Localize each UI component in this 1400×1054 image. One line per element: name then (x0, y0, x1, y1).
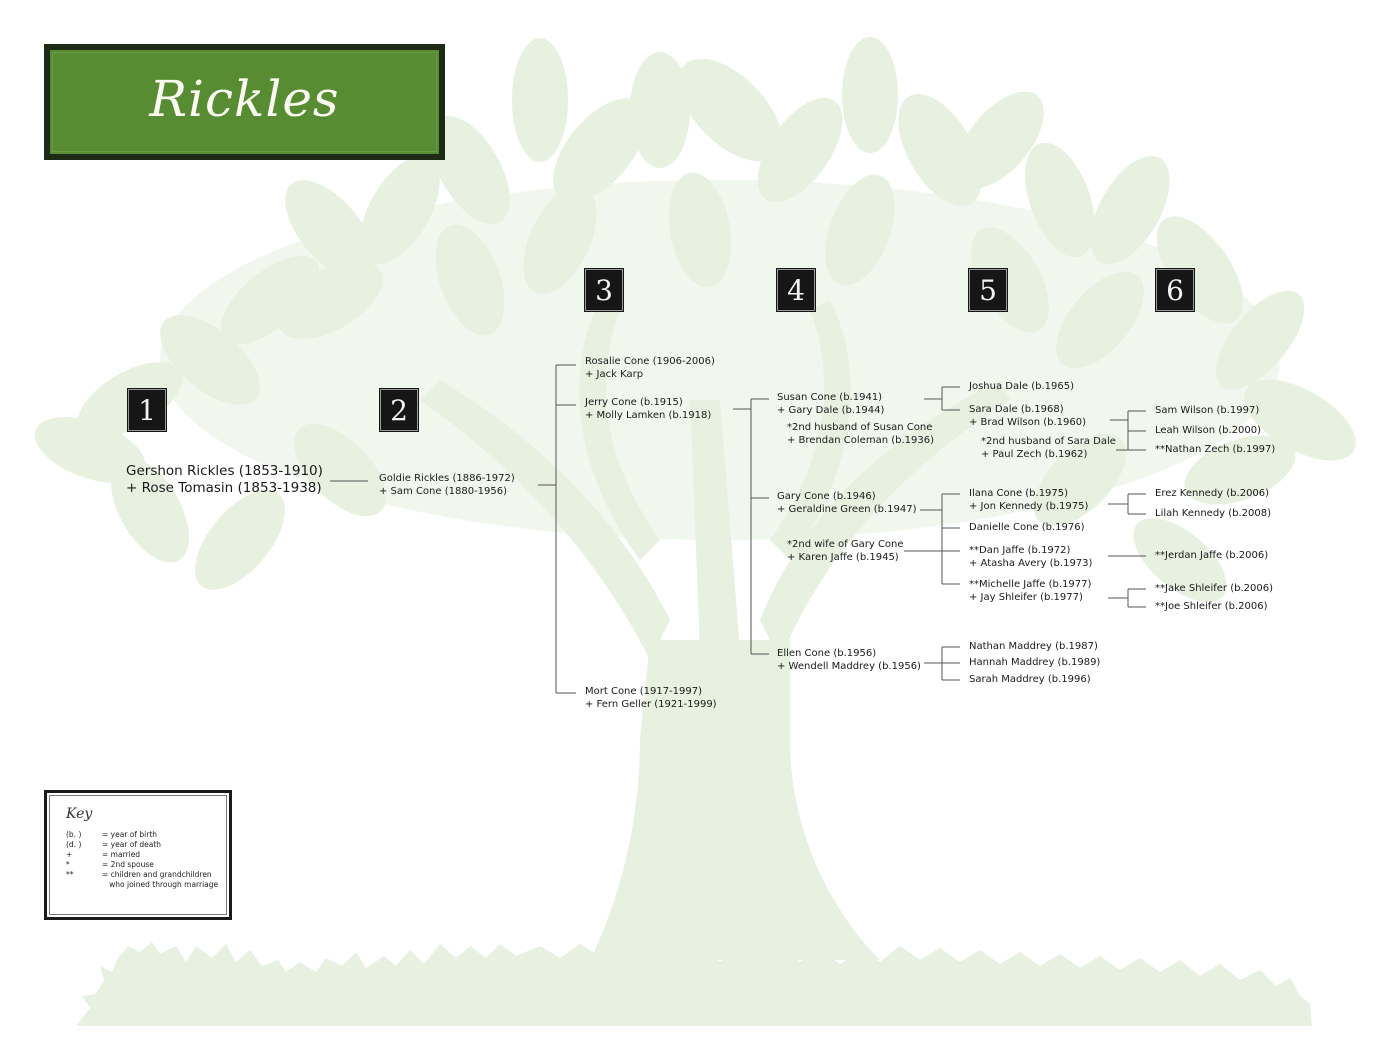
generation-badge-3: 3 (585, 269, 623, 311)
grass-icon (76, 940, 1312, 1026)
generation-badge-6: 6 (1156, 269, 1194, 311)
person-joshua-dale: Joshua Dale (b.1965) (969, 381, 1074, 392)
person-michelle-jaffe: **Michelle Jaffe (b.1977) + Jay Shleifer… (969, 579, 1092, 603)
person-leah-wilson: Leah Wilson (b.2000) (1155, 425, 1262, 436)
title-banner: Rickles (44, 44, 445, 160)
title-banner-inner: Rickles (48, 48, 441, 156)
legend-row: * = 2nd spouse (66, 860, 154, 869)
generation-badge-4: 4 (777, 269, 815, 311)
person-jerdan-jaffe: **Jerdan Jaffe (b.2006) (1155, 550, 1269, 561)
person-mort-cone: Mort Cone (1917-1997) + Fern Geller (192… (585, 686, 717, 710)
family-title: Rickles (149, 70, 340, 128)
person-gary-cone: Gary Cone (b.1946) + Geraldine Green (b.… (777, 491, 917, 515)
generation-badge-1: 1 (128, 389, 166, 431)
person-sara-dale: Sara Dale (b.1968) + Brad Wilson (b.1960… (969, 404, 1087, 428)
person-ilana-cone: Ilana Cone (b.1975) + Jon Kennedy (b.197… (969, 488, 1089, 512)
person-joe-shleifer: **Joe Shleifer (b.2006) (1155, 601, 1268, 612)
person-gershon-rickles: Gershon Rickles (1853-1910) + Rose Tomas… (126, 463, 323, 496)
legend-row: + = married (66, 850, 141, 859)
generation-badge-5: 5 (969, 269, 1007, 311)
legend-row: (b. ) = year of birth (66, 830, 158, 839)
person-jake-shleifer: **Jake Shleifer (b.2006) (1155, 583, 1273, 594)
generation-badge-2: 2 (380, 389, 418, 431)
person-nathan-maddrey: Nathan Maddrey (b.1987) (969, 641, 1098, 652)
person-dan-jaffe: **Dan Jaffe (b.1972) + Atasha Avery (b.1… (969, 545, 1093, 569)
person-erez-kennedy: Erez Kennedy (b.2006) (1155, 488, 1270, 499)
legend-row: (d. ) = year of death (66, 840, 162, 849)
person-lilah-kennedy: Lilah Kennedy (b.2008) (1155, 508, 1272, 519)
person-sarah-maddrey: Sarah Maddrey (b.1996) (969, 674, 1091, 685)
person-susan-second-spouse: *2nd husband of Susan Cone + Brendan Col… (787, 422, 934, 446)
person-susan-cone: Susan Cone (b.1941) + Gary Dale (b.1944) (777, 392, 885, 416)
person-nathan-zech: **Nathan Zech (b.1997) (1155, 444, 1276, 455)
person-gary-second-spouse: *2nd wife of Gary Cone + Karen Jaffe (b.… (787, 539, 904, 563)
person-rosalie-cone: Rosalie Cone (1906-2006) + Jack Karp (585, 356, 715, 380)
person-hannah-maddrey: Hannah Maddrey (b.1989) (969, 657, 1101, 668)
person-sam-wilson: Sam Wilson (b.1997) (1155, 405, 1260, 416)
legend-key: Key (b. ) = year of birth (d. ) = year o… (44, 790, 232, 920)
person-ellen-cone: Ellen Cone (b.1956) + Wendell Maddrey (b… (777, 648, 921, 672)
person-sara-second-spouse: *2nd husband of Sara Dale + Paul Zech (b… (981, 436, 1116, 460)
legend-key-inner: Key (b. ) = year of birth (d. ) = year o… (49, 795, 227, 915)
legend-row: ** = children and grandchildren who join… (66, 870, 219, 889)
person-jerry-cone: Jerry Cone (b.1915) + Molly Lamken (b.19… (585, 397, 712, 421)
person-goldie-rickles: Goldie Rickles (1886-1972) + Sam Cone (1… (379, 473, 515, 497)
legend-title: Key (66, 806, 93, 822)
person-danielle-cone: Danielle Cone (b.1976) (969, 522, 1085, 533)
trunk-icon (590, 640, 880, 960)
